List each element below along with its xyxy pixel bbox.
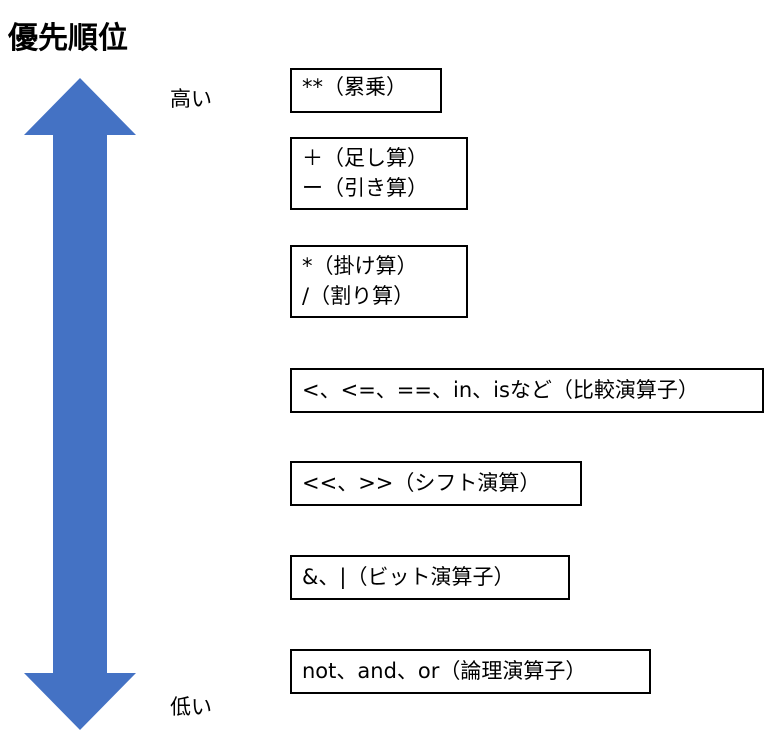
double-arrow-icon [24,78,136,730]
operator-text: ー（引き算） [302,176,428,200]
operator-text: <<、>>（シフト演算） [302,471,541,495]
operator-text: /（割り算） [302,284,415,308]
operator-box-logical: not、and、or（論理演算子） [290,649,651,694]
operator-text: &、|（ビット演算子） [302,565,515,589]
operator-text: <、<=、==、in、isなど（比較演算子） [302,378,699,402]
operator-box-shift: <<、>>（シフト演算） [290,461,582,506]
operator-text: not、and、or（論理演算子） [302,659,587,683]
operator-text: ＋（足し算） [302,146,428,170]
low-priority-label: 低い [170,695,212,719]
double-arrow-shape [24,78,136,730]
high-priority-label: 高い [170,87,212,111]
operator-box-add-subtract: ＋（足し算） ー（引き算） [290,137,468,210]
operator-box-multiply-divide: *（掛け算） /（割り算） [290,245,468,318]
page-title: 優先順位 [8,21,128,56]
operator-box-comparison: <、<=、==、in、isなど（比較演算子） [290,368,764,413]
operator-box-exponent: **（累乗） [290,68,442,113]
operator-box-bitwise: &、|（ビット演算子） [290,555,570,600]
operator-text: **（累乗） [302,75,407,99]
operator-text: *（掛け算） [302,254,418,278]
